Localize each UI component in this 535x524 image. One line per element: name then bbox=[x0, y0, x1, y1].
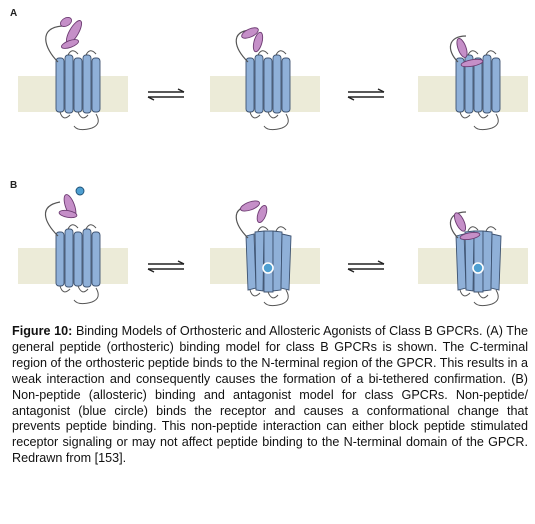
receptor-b1 bbox=[44, 201, 101, 305]
peptide-b3 bbox=[453, 212, 467, 232]
receptor-b3 bbox=[449, 211, 502, 307]
equilibrium-arrow-a2 bbox=[347, 88, 385, 101]
receptor-a3 bbox=[449, 35, 501, 131]
equilibrium-arrow-b1 bbox=[147, 260, 185, 273]
peptide-b2 bbox=[240, 200, 260, 212]
caption-label: Figure 10: bbox=[12, 324, 73, 338]
gpcr-diagram bbox=[18, 17, 528, 307]
figure-10: A B bbox=[10, 8, 528, 307]
equilibrium-arrow-a1 bbox=[147, 88, 185, 101]
equilibrium-arrow-b2 bbox=[347, 260, 385, 273]
antagonist-b1 bbox=[75, 186, 85, 196]
figure-caption: Figure 10: Binding Models of Orthosteric… bbox=[12, 324, 528, 467]
receptor-a1 bbox=[45, 17, 101, 131]
caption-text: Binding Models of Orthosteric and Allost… bbox=[12, 324, 528, 466]
receptor-b2 bbox=[235, 205, 292, 307]
peptide-a2 bbox=[241, 27, 259, 39]
panel-b-label: B bbox=[10, 180, 18, 191]
panel-a-label: A bbox=[10, 8, 18, 19]
peptide-a3 bbox=[456, 38, 468, 58]
